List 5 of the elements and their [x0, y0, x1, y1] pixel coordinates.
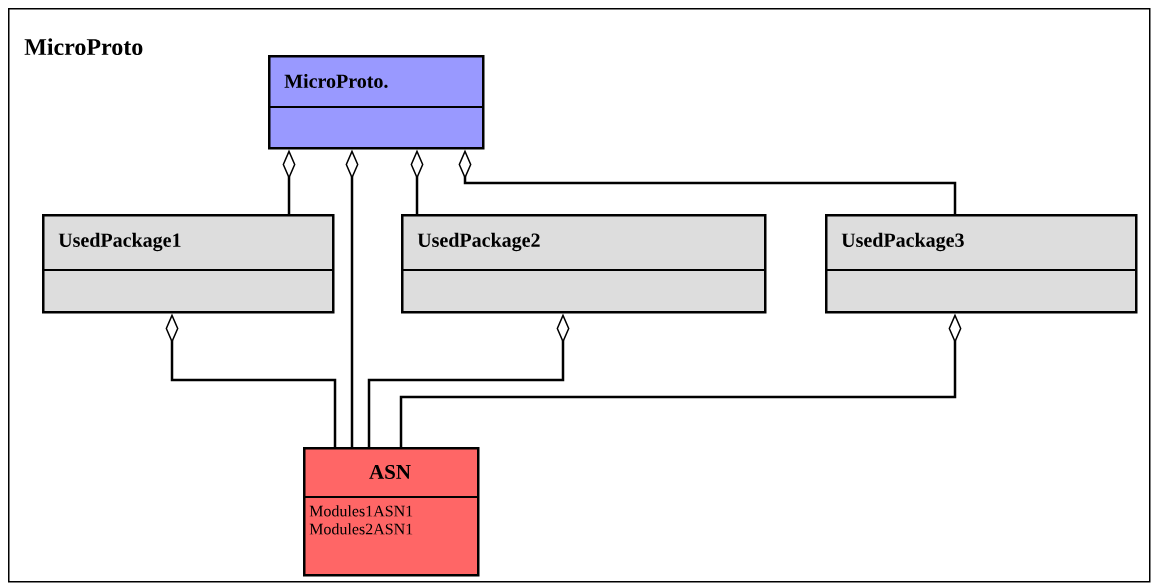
class-box: ASN Modules1ASN1 Modules2ASN1 [302, 447, 480, 577]
class-box: UsedPackage2 [400, 214, 767, 314]
class-box: MicroProto. [267, 55, 485, 150]
class-box: UsedPackage1 [41, 214, 335, 314]
class-box: UsedPackage3 [824, 214, 1138, 314]
